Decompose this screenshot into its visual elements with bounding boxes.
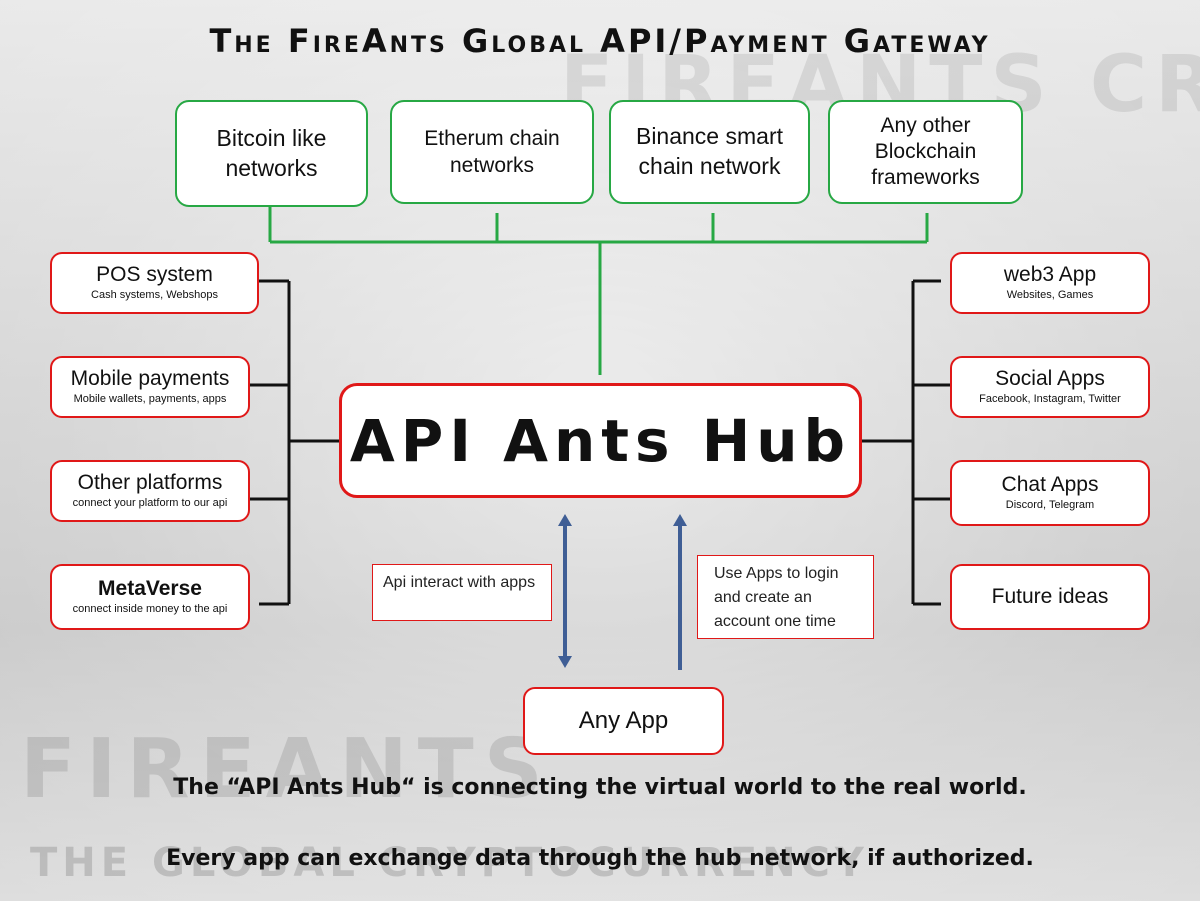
left-system-metaverse-sub: connect inside money to the api [72,603,228,616]
right-app-web3-sub: Websites, Games [1006,289,1094,302]
blockchain-ethereum-label: Etherum chain networks [424,126,560,177]
right-app-chat-sub: Discord, Telegram [1005,499,1095,512]
right-bracket [862,279,950,606]
left-bracket [250,279,339,606]
right-app-future-label: Future ideas [991,584,1109,608]
right-app-chat: Chat Apps Discord, Telegram [950,460,1150,526]
left-system-platforms-label: Other platforms [77,471,223,495]
blockchain-other: Any other Blockchain frameworks [828,100,1023,204]
right-app-web3: web3 App Websites, Games [950,252,1150,314]
blockchain-bitcoin-label: Bitcoin like networks [216,124,327,181]
left-system-mobile-label: Mobile payments [70,367,230,391]
api-ants-hub: API Ants Hub [339,383,862,498]
left-system-pos-label: POS system [96,263,213,287]
blockchain-bitcoin: Bitcoin like networks [175,100,368,207]
blue-arrows [558,514,687,670]
right-app-social-sub: Facebook, Instagram, Twitter [979,393,1121,406]
note-use-apps-text: Use Apps to login and create an account … [714,565,839,630]
left-system-mobile: Mobile payments Mobile wallets, payments… [50,356,250,418]
left-system-metaverse: MetaVerse connect inside money to the ap… [50,564,250,630]
hub-label: API Ants Hub [349,406,852,475]
note-api-interact-text: Api interact with apps [383,574,536,591]
blockchain-ethereum: Etherum chain networks [390,100,594,204]
blockchain-other-label: Any other Blockchain frameworks [871,113,980,190]
note-use-apps: Use Apps to login and create an account … [697,555,874,639]
watermark-bottom-small: THE GLOBAL CRYPTOCURRENCY [30,840,869,886]
right-app-future: Future ideas [950,564,1150,630]
diagram-title: The FireAnts Global API/Payment Gateway [209,22,991,60]
left-system-platforms-sub: connect your platform to our api [72,497,228,510]
left-system-platforms: Other platforms connect your platform to… [50,460,250,522]
right-app-social-label: Social Apps [995,367,1105,391]
caption-connecting: The “API Ants Hub“ is connecting the vir… [173,775,1027,800]
left-system-mobile-sub: Mobile wallets, payments, apps [73,393,227,406]
blockchain-binance-label: Binance smart chain network [635,123,783,179]
right-app-chat-label: Chat Apps [1001,473,1099,497]
any-app-box: Any App [523,687,724,755]
caption-exchange: Every app can exchange data through the … [166,846,1034,871]
left-system-pos: POS system Cash systems, Webshops [50,252,259,314]
right-app-social: Social Apps Facebook, Instagram, Twitter [950,356,1150,418]
blockchain-bus [268,207,929,375]
left-system-metaverse-label: MetaVerse [98,577,202,601]
any-app-label: Any App [578,707,669,735]
left-system-pos-sub: Cash systems, Webshops [91,289,218,302]
blockchain-binance: Binance smart chain network [609,100,810,204]
right-app-web3-label: web3 App [1003,263,1097,287]
watermark-bottom: FIREANTS [20,722,553,817]
note-api-interact: Api interact with apps [372,564,552,621]
